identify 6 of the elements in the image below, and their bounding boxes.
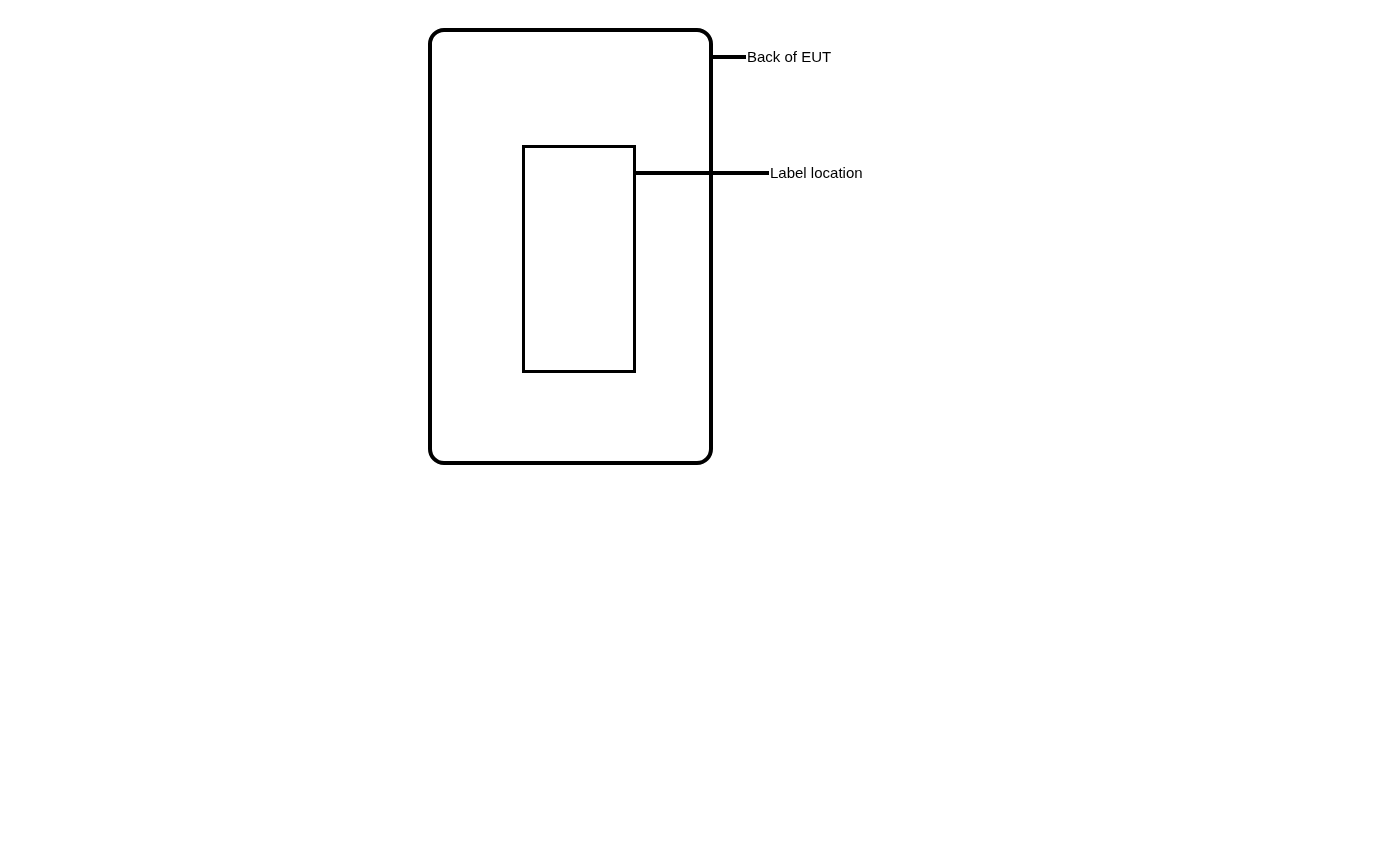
callout-text: Back of EUT bbox=[747, 48, 832, 66]
callout-text: Label location bbox=[770, 164, 863, 182]
panel-outline bbox=[428, 28, 713, 465]
leader-line bbox=[636, 171, 769, 175]
panel-outline bbox=[522, 145, 636, 373]
leader-line bbox=[713, 55, 746, 59]
